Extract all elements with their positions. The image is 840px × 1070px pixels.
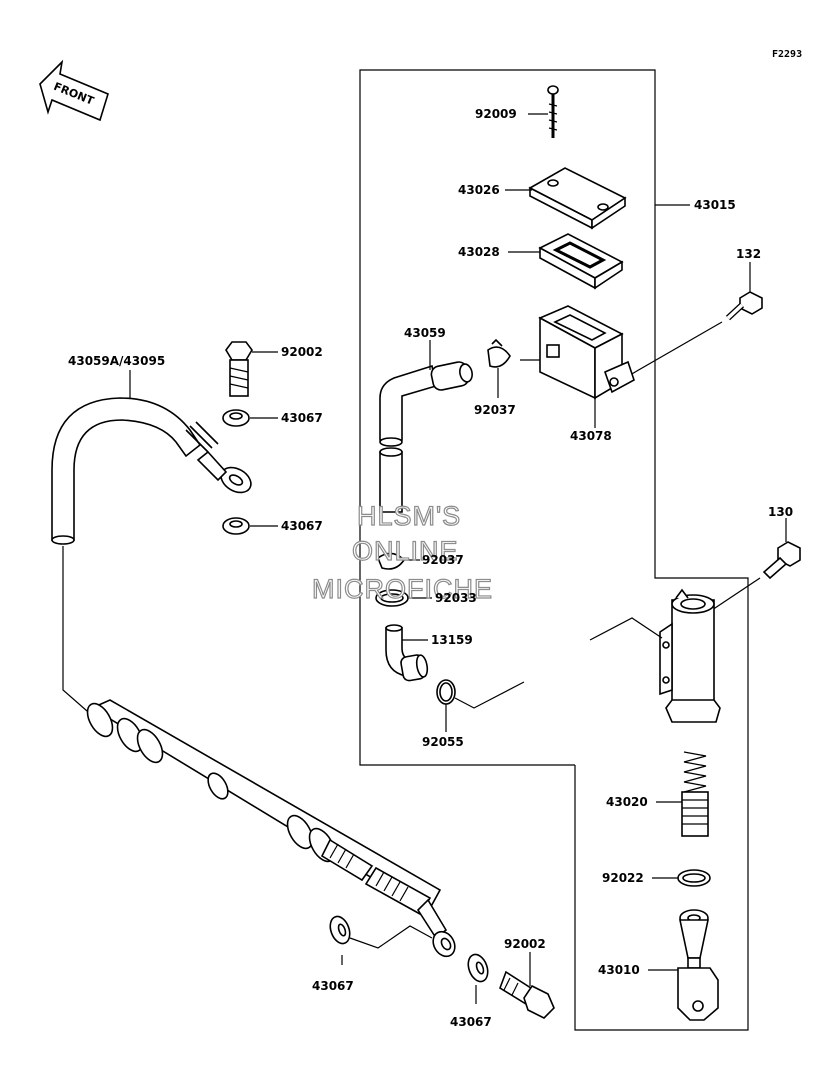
reservoir-body-43078[interactable] bbox=[538, 305, 635, 400]
bolt-130[interactable] bbox=[762, 541, 801, 580]
banjo-bolt-92002-upper[interactable] bbox=[225, 341, 253, 397]
label-43067-b: 43067 bbox=[281, 519, 323, 533]
label-43026: 43026 bbox=[458, 183, 500, 197]
label-43059A-43095: 43059A/43095 bbox=[68, 354, 165, 368]
clamp-92037-upper[interactable] bbox=[487, 338, 511, 368]
label-43015: 43015 bbox=[694, 198, 736, 212]
label-92037-lower: 92037 bbox=[422, 553, 464, 567]
label-92022: 92022 bbox=[602, 871, 644, 885]
reservoir-hose-43059[interactable] bbox=[379, 361, 474, 513]
label-43067-a: 43067 bbox=[281, 411, 323, 425]
washer-43067-c[interactable] bbox=[327, 914, 353, 946]
leader-130-body bbox=[711, 577, 761, 611]
label-92002-lower: 92002 bbox=[504, 937, 546, 951]
label-43067-d: 43067 bbox=[450, 1015, 492, 1029]
label-92009: 92009 bbox=[475, 107, 517, 121]
brake-hose-lower[interactable] bbox=[82, 699, 459, 960]
watermark: HLSM'S ONLINE MICROFICHE bbox=[311, 500, 493, 604]
diagram-code: F2293 bbox=[772, 49, 802, 60]
front-arrow-icon: FRONT bbox=[39, 59, 109, 122]
label-132: 132 bbox=[736, 247, 761, 261]
link-cylinder bbox=[589, 617, 663, 641]
bolt-132[interactable] bbox=[725, 291, 763, 321]
label-43067-c: 43067 bbox=[312, 979, 354, 993]
label-92037-upper: 92037 bbox=[474, 403, 516, 417]
link-43067-c bbox=[349, 925, 433, 949]
push-rod-43010[interactable] bbox=[677, 909, 719, 1021]
label-92002-upper: 92002 bbox=[281, 345, 323, 359]
label-43059: 43059 bbox=[404, 326, 446, 340]
watermark-line-3: MICROFICHE bbox=[312, 574, 493, 604]
washer-43067-d[interactable] bbox=[465, 952, 491, 984]
diaphragm-43028[interactable] bbox=[538, 233, 624, 290]
link-92055 bbox=[454, 681, 525, 709]
screw-92009[interactable] bbox=[547, 85, 559, 138]
piston-spring-43020[interactable] bbox=[681, 751, 709, 837]
assembly-frame bbox=[359, 69, 749, 1031]
washer-43067-b[interactable] bbox=[222, 517, 250, 535]
reservoir-cap-43026[interactable] bbox=[528, 167, 627, 230]
hose-link-line bbox=[62, 546, 96, 719]
master-cylinder-body[interactable] bbox=[659, 588, 721, 723]
label-43010: 43010 bbox=[598, 963, 640, 977]
label-43028: 43028 bbox=[458, 245, 500, 259]
label-92055: 92055 bbox=[422, 735, 464, 749]
label-43020: 43020 bbox=[606, 795, 648, 809]
clamp-92037-lower[interactable] bbox=[377, 552, 406, 570]
label-13159: 13159 bbox=[431, 633, 473, 647]
label-92033: 92033 bbox=[435, 591, 477, 605]
circlip-92033[interactable] bbox=[375, 589, 409, 607]
fitting-13159[interactable] bbox=[385, 624, 429, 682]
snap-ring-92022[interactable] bbox=[677, 869, 711, 887]
banjo-bolt-92002-lower[interactable] bbox=[499, 970, 555, 1019]
label-130: 130 bbox=[768, 505, 793, 519]
o-ring-92055[interactable] bbox=[436, 679, 456, 705]
brake-hose-43059A[interactable] bbox=[51, 397, 255, 545]
label-43078: 43078 bbox=[570, 429, 612, 443]
leader-132-body bbox=[629, 321, 723, 376]
watermark-line-2: ONLINE bbox=[352, 536, 459, 566]
washer-43067-a[interactable] bbox=[222, 409, 250, 427]
watermark-line-1: HLSM'S bbox=[357, 501, 461, 531]
